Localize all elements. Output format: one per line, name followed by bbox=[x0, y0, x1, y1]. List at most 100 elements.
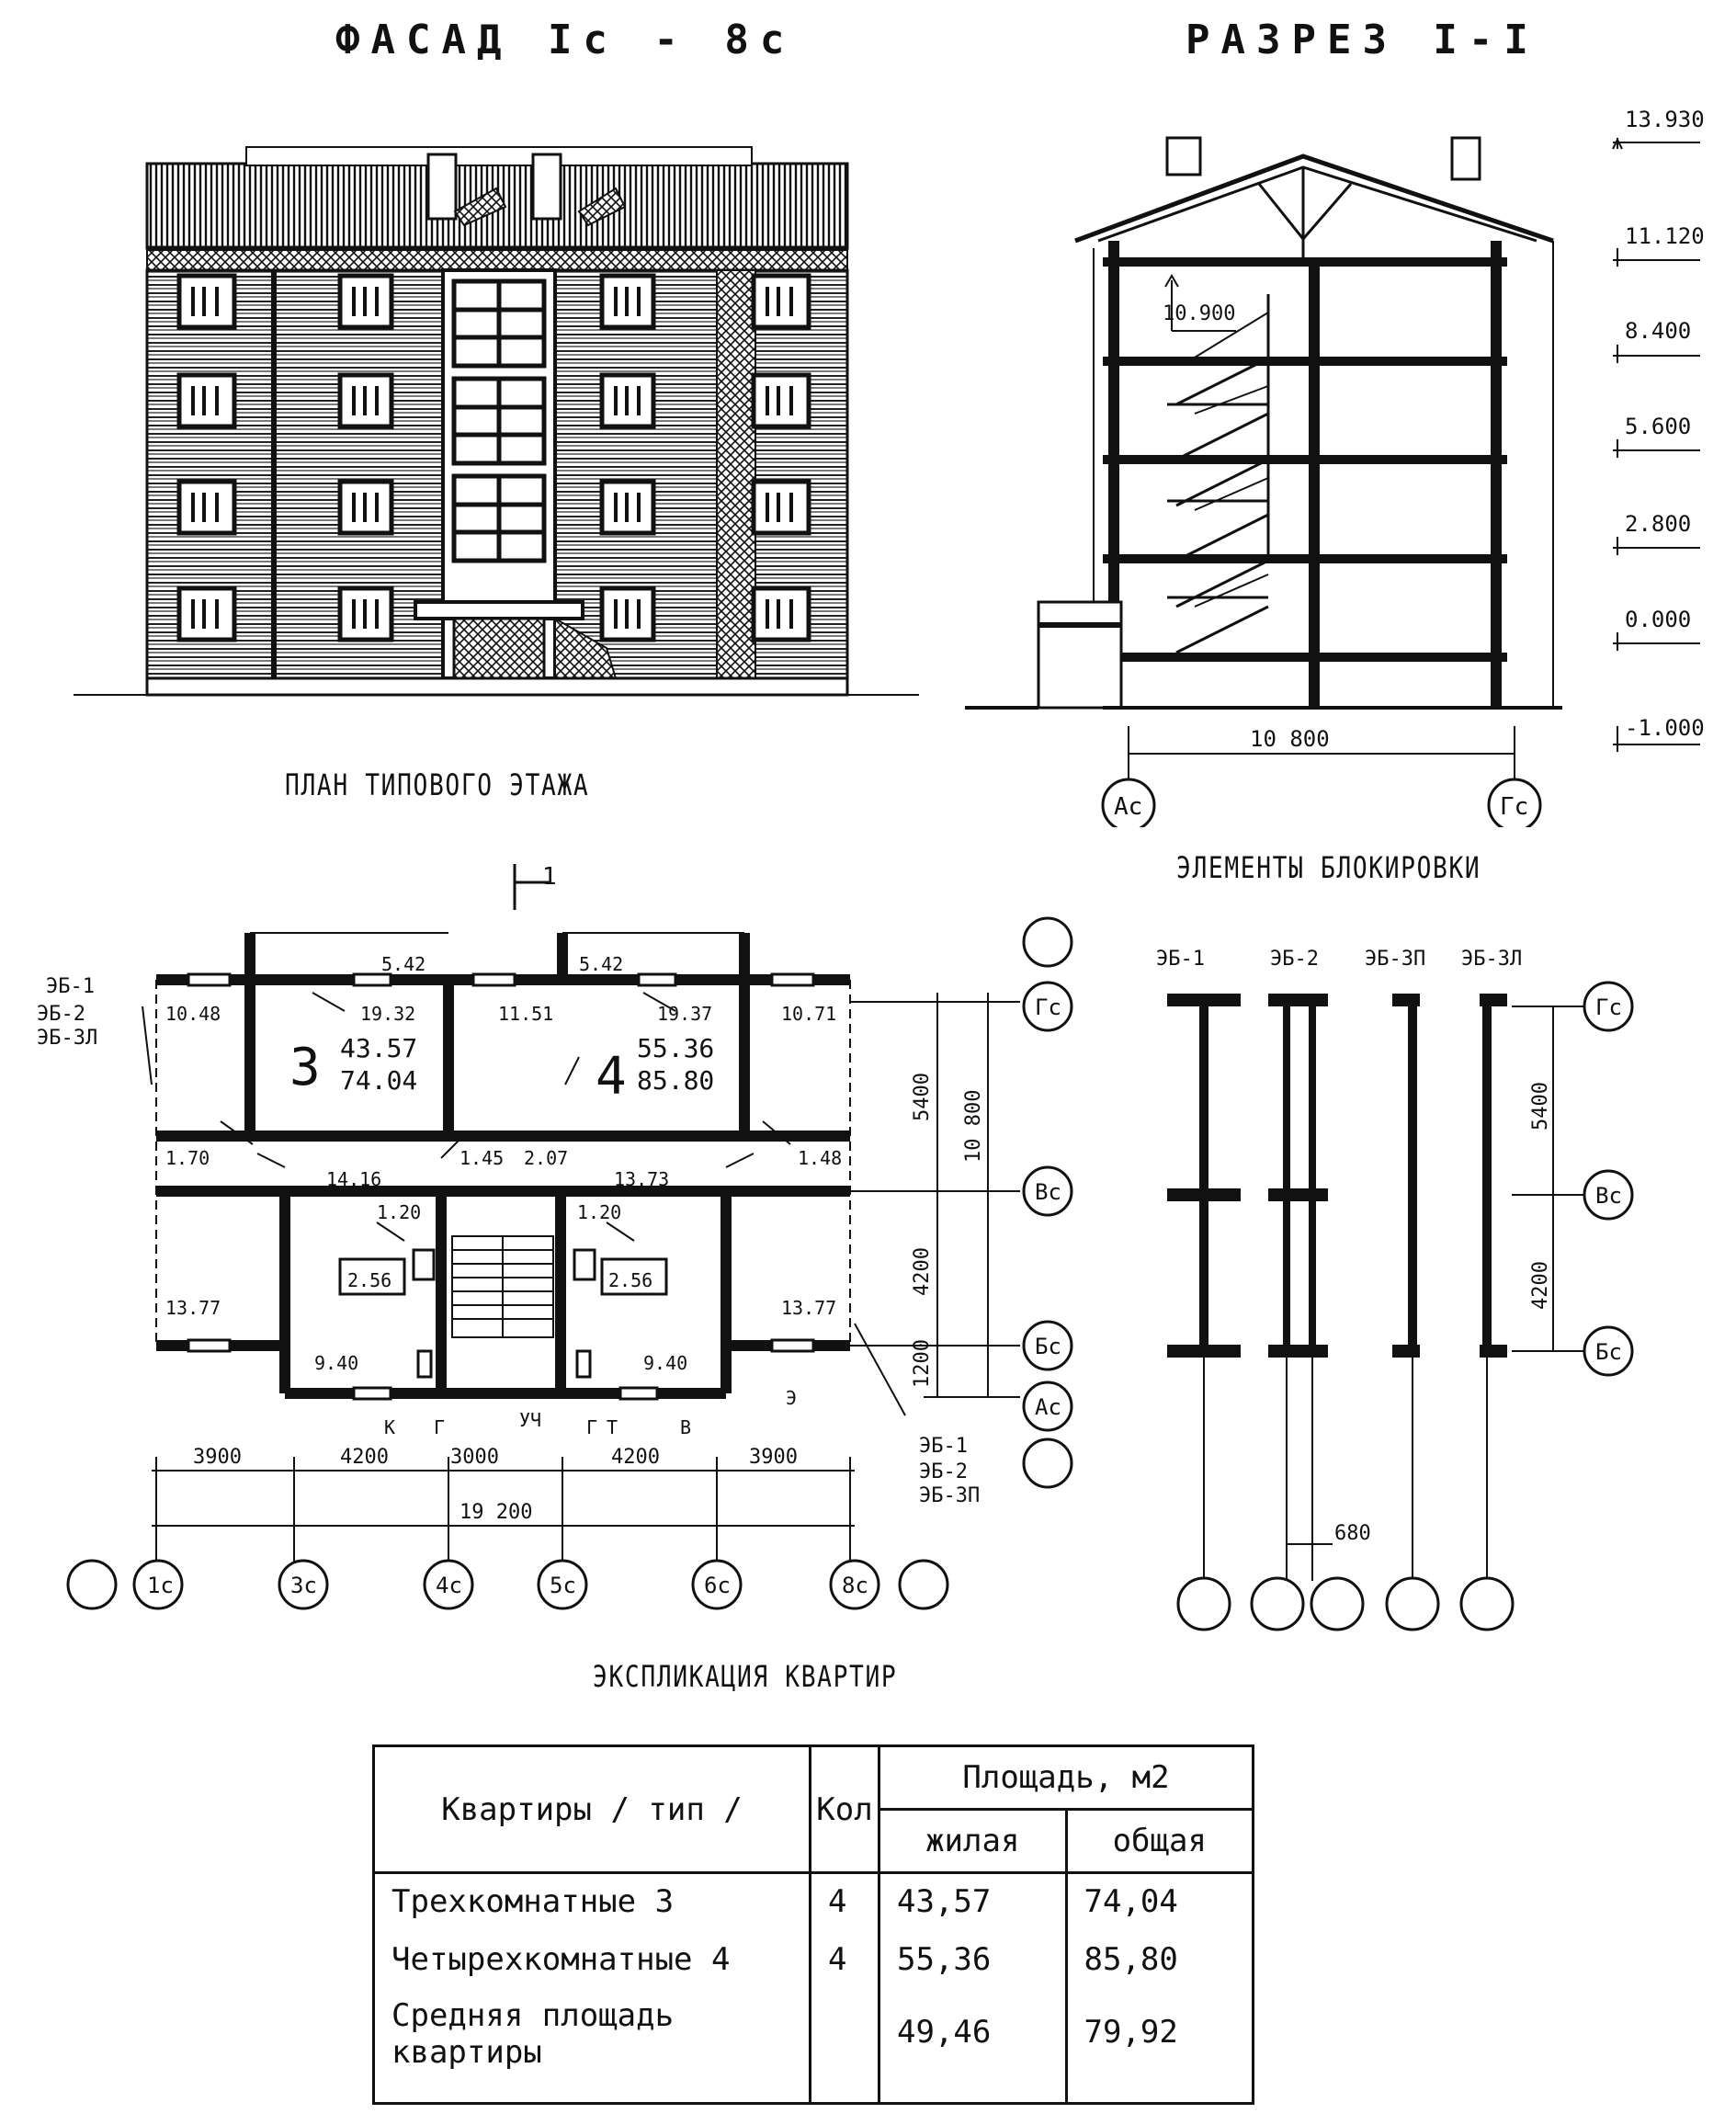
room-area: 19.32 bbox=[360, 1003, 415, 1025]
dim: 3000 bbox=[450, 1446, 499, 1469]
room-area: 1.70 bbox=[165, 1147, 210, 1169]
axis-label: Вс bbox=[1035, 1179, 1061, 1205]
apt-number: 4 bbox=[596, 1047, 627, 1107]
row-total: 85,80 bbox=[1064, 1937, 1254, 1994]
dim: 1200 bbox=[911, 1339, 934, 1388]
dim: 5400 bbox=[1529, 1082, 1552, 1131]
note-left: ЭБ-1 bbox=[46, 975, 95, 998]
plan-dims-right: 5400 4200 1200 10 800 bbox=[911, 1073, 985, 1388]
apt-number: 3 bbox=[289, 1038, 321, 1097]
section-drawing: 13.930 11.120 8.400 5.600 2.800 0.000 -1… bbox=[965, 107, 1705, 827]
room-area: 10.71 bbox=[781, 1003, 836, 1025]
room-area: 9.40 bbox=[643, 1352, 687, 1374]
axis-label: 8с bbox=[842, 1573, 868, 1598]
axis-label: 5с bbox=[550, 1573, 576, 1598]
apt-living: 55.36 bbox=[637, 1033, 714, 1063]
axis-label: Гс bbox=[1035, 994, 1061, 1020]
dim: 4200 bbox=[340, 1446, 389, 1469]
dim-total: 19 200 bbox=[460, 1501, 532, 1524]
dim: 3900 bbox=[749, 1446, 798, 1469]
dim: 3900 bbox=[193, 1446, 242, 1469]
room-area: 19.37 bbox=[657, 1003, 712, 1025]
room-area: 2.56 bbox=[347, 1269, 391, 1291]
room-area: 5.42 bbox=[579, 953, 623, 975]
room-area: 1.45 bbox=[460, 1147, 504, 1169]
facade-drawing bbox=[74, 146, 919, 697]
level-mark: 8.400 bbox=[1625, 318, 1691, 344]
row-total: 79,92 bbox=[1064, 1993, 1254, 2104]
col-count: Кол bbox=[809, 1744, 880, 1874]
note-left: ЭБ-3Л bbox=[37, 1027, 97, 1050]
table-row: Средняя площадь квартиры 49,46 79,92 bbox=[372, 1993, 1254, 2104]
blocking-drawing: ЭБ-1 ЭБ-2 ЭБ-3П ЭБ-3Л 5400 4200 680 Гс В… bbox=[1156, 948, 1634, 1631]
note-right: ЭБ-1 bbox=[919, 1435, 968, 1458]
level-mark: 13.930 bbox=[1625, 107, 1705, 132]
letter: Т bbox=[607, 1416, 618, 1438]
section-roof bbox=[1074, 153, 1554, 244]
room-area: 11.51 bbox=[498, 1003, 553, 1025]
axis-label: Бс bbox=[1595, 1339, 1622, 1365]
row-living: 49,46 bbox=[878, 1993, 1068, 2104]
col-living: жилая bbox=[878, 1808, 1068, 1874]
chimney bbox=[531, 153, 562, 221]
explication-table: Квартиры / тип / Кол Площадь, м2 жилая о… bbox=[372, 1744, 1254, 2105]
axis-label: 1с bbox=[147, 1573, 174, 1598]
note-left: ЭБ-2 bbox=[37, 1003, 85, 1026]
section-title: РАЗРЕЗ I-I bbox=[1186, 17, 1539, 63]
apt-total: 85.80 bbox=[637, 1065, 714, 1096]
level-mark: 5.600 bbox=[1625, 414, 1691, 439]
row-living: 43,57 bbox=[878, 1872, 1068, 1938]
section-span: 10 800 bbox=[1250, 726, 1330, 752]
letter: Э bbox=[786, 1387, 797, 1409]
table-row: Четырехкомнатные 4 4 55,36 85,80 bbox=[372, 1937, 1254, 1994]
room-areas: 5.42 5.42 10.48 19.32 11.51 19.37 10.71 … bbox=[165, 953, 842, 1374]
axis-label: 3с bbox=[290, 1573, 317, 1598]
axis-label: Гс bbox=[1500, 793, 1528, 821]
facade-title: ФАСАД Ic - 8c bbox=[335, 17, 796, 63]
axis-label: Бс bbox=[1035, 1334, 1061, 1359]
letter: Г bbox=[434, 1416, 445, 1438]
level-mark: 11.120 bbox=[1625, 223, 1705, 249]
note-right: ЭБ-3П bbox=[919, 1484, 980, 1507]
plan-drawing: 1 ЭБ-1 ЭБ-2 ЭБ-3Л ЭБ-1 ЭБ-2 ЭБ-3П 5.42 5… bbox=[37, 863, 1073, 1610]
col-apartments: Квартиры / тип / bbox=[372, 1744, 811, 1874]
axis-label: Вс bbox=[1595, 1183, 1622, 1209]
entrance-door bbox=[452, 617, 546, 680]
table-row: Трехкомнатные 3 4 43,57 74,04 bbox=[372, 1872, 1254, 1938]
row-name: Трехкомнатные 3 bbox=[372, 1872, 811, 1938]
room-area: 1.48 bbox=[798, 1147, 842, 1169]
level-mark: -1.000 bbox=[1625, 715, 1705, 741]
room-area: 10.48 bbox=[165, 1003, 221, 1025]
room-area: 1.20 bbox=[577, 1201, 621, 1223]
chimney bbox=[426, 153, 458, 221]
axis-label: Гс bbox=[1595, 994, 1622, 1020]
row-living: 55,36 bbox=[878, 1937, 1068, 1994]
room-area: 13.77 bbox=[165, 1297, 221, 1319]
blocking-label: ЭБ-1 bbox=[1156, 948, 1205, 971]
section-axes bbox=[1101, 778, 1542, 827]
level-mark: 0.000 bbox=[1625, 607, 1691, 632]
letter: В bbox=[680, 1416, 691, 1438]
plan-dims-bottom: 3900 4200 3000 4200 3900 19 200 bbox=[193, 1446, 798, 1524]
plan-letters: К Г УЧ Г Т В Э bbox=[384, 1387, 797, 1438]
stair-top-level: 10.900 bbox=[1163, 302, 1235, 325]
explication-title: ЭКСПЛИКАЦИЯ КВАРТИР bbox=[593, 1659, 898, 1694]
apt-living: 43.57 bbox=[340, 1033, 417, 1063]
dim: 4200 bbox=[611, 1446, 660, 1469]
axis-label: Ас bbox=[1035, 1394, 1061, 1420]
room-area: 14.16 bbox=[326, 1168, 381, 1190]
blocking-label: ЭБ-3П bbox=[1365, 948, 1425, 971]
section-levels: 13.930 11.120 8.400 5.600 2.800 0.000 -1… bbox=[1625, 107, 1705, 741]
plan-stairs bbox=[451, 1235, 554, 1338]
room-area: 1.20 bbox=[377, 1201, 421, 1223]
room-area: 2.56 bbox=[608, 1269, 652, 1291]
row-name: Четырехкомнатные 4 bbox=[372, 1937, 811, 1994]
section-mark: 1 bbox=[542, 863, 557, 891]
gap-dim: 680 bbox=[1334, 1522, 1371, 1545]
dormer-vent bbox=[453, 187, 507, 227]
plan-title: ПЛАН ТИПОВОГО ЭТАЖА bbox=[285, 767, 590, 802]
col-area: Площадь, м2 bbox=[878, 1744, 1254, 1811]
blocking-title: ЭЛЕМЕНТЫ БЛОКИРОВКИ bbox=[1176, 850, 1481, 885]
row-total: 74,04 bbox=[1064, 1872, 1254, 1938]
plan-axes: 1с 3с 4с 5с 6с 8с Гс Вс Бс Ас bbox=[147, 994, 1061, 1598]
